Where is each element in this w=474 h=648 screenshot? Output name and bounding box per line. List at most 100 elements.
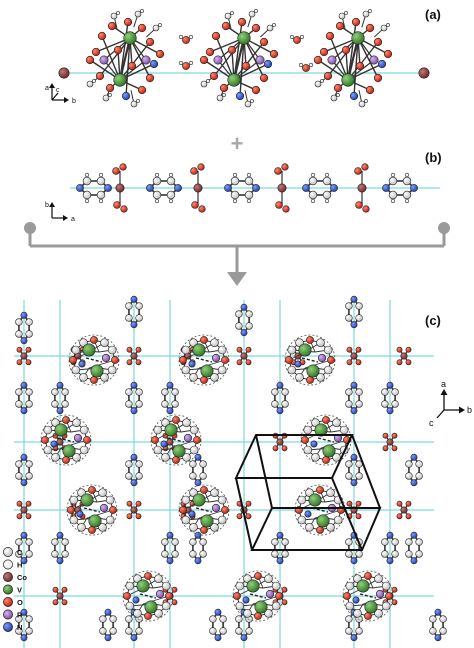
atom-o <box>126 359 133 366</box>
atom-c <box>345 400 353 408</box>
atom-c <box>171 538 179 546</box>
atom-c <box>61 400 69 408</box>
atom-v <box>237 31 251 45</box>
atom-o <box>391 586 398 593</box>
atom-h <box>116 11 120 15</box>
atom-n <box>276 407 284 415</box>
atom-h <box>310 172 316 178</box>
atom-o <box>355 500 362 507</box>
atom-n <box>188 360 196 368</box>
atom-c <box>98 523 107 532</box>
atom-n <box>350 295 358 303</box>
atom-n <box>410 557 418 565</box>
atom-n <box>214 608 222 616</box>
atom-o <box>123 17 133 27</box>
atom-h <box>154 198 160 204</box>
atom-n <box>349 91 359 101</box>
axis-b-label-x: a <box>71 216 75 223</box>
atom-h <box>178 60 184 66</box>
atom-c <box>15 318 23 326</box>
atom-c <box>281 538 289 546</box>
atom-n <box>130 381 138 389</box>
atom-o <box>200 336 208 344</box>
atom-c <box>125 460 133 468</box>
atom-v <box>172 444 186 458</box>
atom-co <box>386 438 394 446</box>
atom-c <box>69 515 79 525</box>
atom-c <box>189 373 198 382</box>
atom-h <box>308 62 314 68</box>
atom-n <box>160 440 168 448</box>
legend-swatch-c <box>3 547 13 557</box>
atom-c <box>152 176 162 186</box>
axis-c-label-y: a <box>441 379 446 389</box>
atom-p <box>375 589 385 599</box>
atom-c <box>161 453 170 462</box>
atom-c <box>402 190 412 200</box>
atom-o <box>396 359 403 366</box>
atom-c <box>166 190 176 200</box>
atom-c <box>199 460 207 468</box>
atom-c <box>305 523 314 532</box>
atom-n <box>56 531 64 539</box>
atom-c <box>96 176 106 186</box>
atom-c <box>415 460 423 468</box>
atom-o <box>105 83 115 93</box>
atom-o <box>391 599 398 606</box>
atom-co <box>357 183 367 193</box>
atom-o <box>151 436 159 444</box>
atom-h <box>246 172 252 178</box>
atom-n <box>76 184 84 192</box>
atom-c <box>161 388 169 396</box>
atom-o <box>145 73 155 83</box>
atom-c <box>281 400 289 408</box>
atom-c <box>402 176 412 186</box>
bond <box>347 41 379 81</box>
bond-dashed <box>359 593 377 599</box>
cluster-cage <box>232 570 284 622</box>
atom-c <box>133 609 142 618</box>
axis-b-label-y: b <box>45 202 49 209</box>
atom-o <box>171 599 178 606</box>
atom-o <box>91 47 101 57</box>
atom-v <box>123 31 137 45</box>
connector-end-right <box>438 222 450 234</box>
atom-v <box>322 444 336 458</box>
atom-c <box>25 460 33 468</box>
atom-o <box>274 167 282 175</box>
atom-p <box>255 55 265 65</box>
atom-o <box>113 201 121 209</box>
legend-swatch-n <box>3 622 13 632</box>
atom-n <box>350 557 358 565</box>
atom-c <box>381 550 389 558</box>
atom-co <box>400 352 408 360</box>
bond <box>101 35 121 81</box>
atom-h <box>386 23 390 27</box>
atom-c <box>381 581 391 591</box>
atom-c <box>43 445 53 455</box>
atom-o <box>306 336 314 344</box>
atom-n <box>174 184 182 192</box>
atom-c <box>362 10 370 18</box>
atom-h <box>368 9 372 13</box>
atom-co <box>350 352 358 360</box>
cluster-cage <box>122 570 174 622</box>
atom-c <box>388 190 398 200</box>
atom-c <box>107 345 117 355</box>
atom-o <box>135 500 142 507</box>
atom-n <box>104 184 112 192</box>
atom-h <box>140 9 144 13</box>
atom-c <box>199 472 207 480</box>
atom-o <box>293 36 301 44</box>
atom-o <box>355 359 362 366</box>
atom-c <box>381 538 389 546</box>
bond <box>118 37 132 81</box>
atom-n <box>166 407 174 415</box>
atom-p <box>101 353 111 363</box>
atom-c <box>316 338 325 347</box>
atom-c <box>210 373 219 382</box>
atom-c <box>248 10 256 18</box>
atom-c <box>189 460 197 468</box>
atom-c <box>355 550 363 558</box>
atom-h <box>344 11 348 15</box>
